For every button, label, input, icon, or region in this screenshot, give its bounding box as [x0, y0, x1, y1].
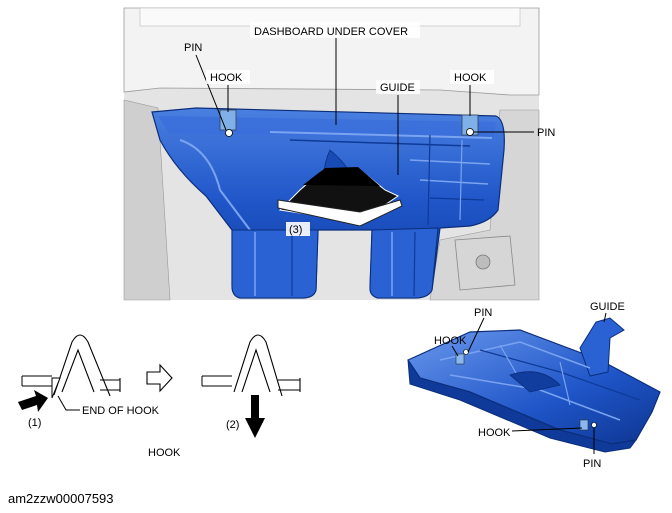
label-iso-hook-top: HOOK — [434, 335, 467, 347]
iso-pin-left — [463, 349, 469, 355]
hook-detail-after: (2) — [201, 334, 301, 438]
main-illustration: DASHBOARD UNDER COVER PIN HOOK GUIDE HOO… — [123, 7, 555, 301]
label-hook-detail: HOOK — [148, 447, 181, 459]
label-iso-pin-top: PIN — [474, 307, 492, 319]
leader-iso-pin-top — [467, 317, 485, 353]
figure-id-caption: am2zzw00007593 — [8, 491, 114, 506]
removal-arrow-top — [303, 167, 380, 186]
iso-hook-left — [455, 353, 465, 365]
cover-rib — [289, 139, 471, 147]
panel-stub-right — [201, 375, 232, 387]
label-iso-guide: GUIDE — [590, 301, 625, 313]
cover-rib — [269, 131, 493, 139]
label-guide-top: GUIDE — [380, 82, 415, 94]
removal-arrow-highlight — [277, 199, 403, 227]
transition-arrow-icon — [146, 363, 173, 393]
panel-stub-left — [21, 375, 52, 387]
label-iso-hook-bottom: HOOK — [478, 427, 511, 439]
bracket — [454, 235, 516, 291]
hook-detail-before: END OF HOOK (1) — [18, 334, 160, 429]
cover-right-tube — [369, 227, 439, 299]
iso-cover-side — [407, 359, 638, 453]
cover-rib — [427, 134, 431, 226]
label-hook-top-right: HOOK — [454, 72, 487, 84]
iso-guide — [579, 317, 625, 377]
label-bg-guide — [376, 80, 420, 94]
leader-iso-guide — [603, 312, 607, 323]
hook-shape-after — [233, 334, 301, 397]
label-bg-step3 — [286, 222, 310, 236]
cover-left-fold — [179, 139, 251, 231]
label-hook-top-left: HOOK — [210, 72, 243, 84]
push-arrow-1 — [18, 390, 48, 412]
label-pin-top-right: PIN — [537, 127, 555, 139]
cover-right-tube-rib — [413, 231, 416, 297]
label-step1: (1) — [28, 417, 41, 429]
label-bg-dashboard — [250, 22, 420, 38]
label-step3: (3) — [289, 224, 302, 236]
leader-iso-hook-bottom — [511, 427, 583, 432]
dashboard-lower-left — [123, 99, 171, 301]
iso-rib — [559, 361, 571, 406]
label-dashboard-under-cover: DASHBOARD UNDER COVER — [254, 26, 408, 38]
label-iso-pin-bottom: PIN — [583, 458, 601, 470]
label-bg-hook-left — [206, 70, 250, 84]
hook-tab-before — [51, 377, 61, 399]
label-end-of-hook: END OF HOOK — [82, 405, 160, 417]
cover-rib — [409, 159, 491, 165]
iso-pin-right — [591, 422, 597, 428]
label-pin-top-left: PIN — [184, 42, 202, 54]
hook-shape-before — [53, 334, 121, 397]
cover-rib — [459, 139, 463, 221]
label-step2: (2) — [226, 419, 239, 431]
cover-top-face — [158, 116, 496, 138]
iso-hook-right — [579, 419, 589, 431]
label-bg-hook-right — [450, 70, 494, 84]
leader-iso-hook-top — [451, 345, 459, 357]
pin-left — [225, 129, 233, 137]
pin-right — [466, 128, 474, 136]
cover-isometric-view: PIN HOOK GUIDE HOOK PIN — [407, 301, 661, 470]
bracket-bolt — [475, 254, 491, 270]
cover-rib — [429, 197, 485, 201]
leader-pin-left — [195, 54, 227, 131]
pull-arrow-2 — [245, 395, 265, 438]
leader-end-of-hook — [57, 395, 80, 411]
cover-rib — [419, 179, 489, 185]
cover-left-tube — [231, 229, 319, 299]
iso-duct — [509, 371, 561, 393]
